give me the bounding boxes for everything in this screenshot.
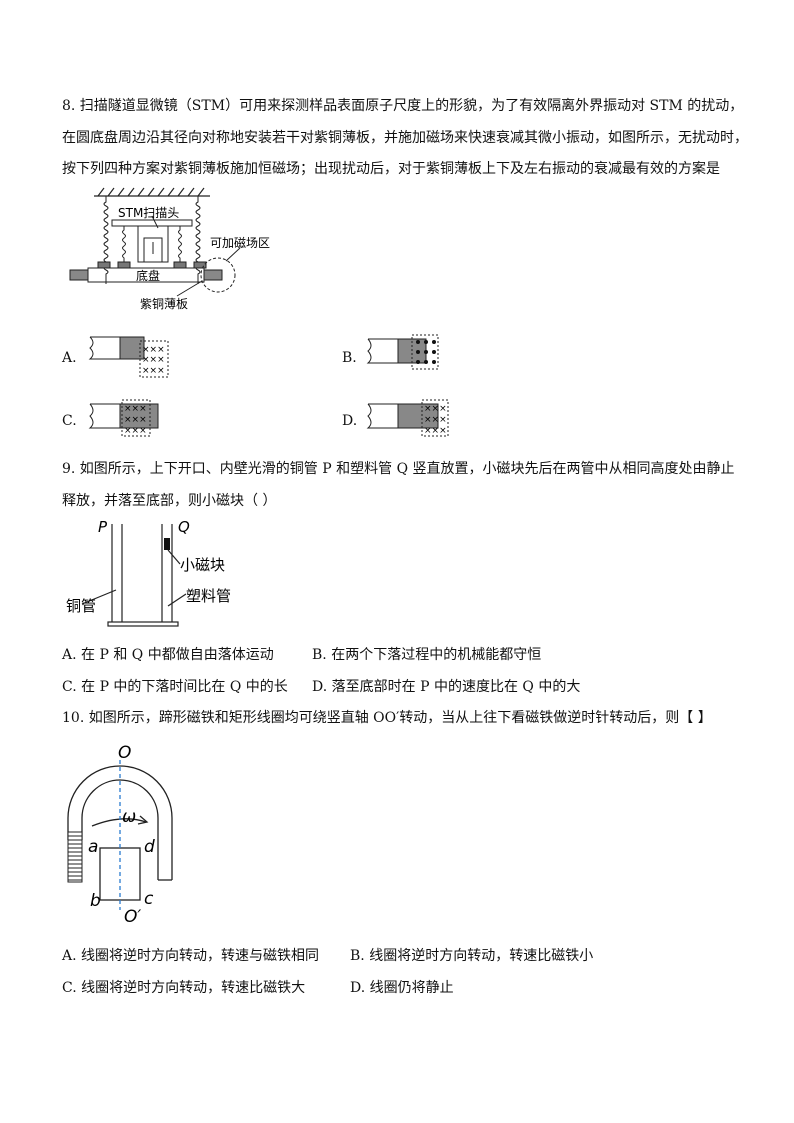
label-d: d xyxy=(144,837,155,857)
plastic-tube-label: 塑料管 xyxy=(186,587,231,605)
label-q: Q xyxy=(178,518,190,536)
svg-text:×××: ××× xyxy=(424,426,447,436)
svg-text:×××: ××× xyxy=(142,345,165,355)
label-p: P xyxy=(98,518,108,536)
label-o: O xyxy=(118,743,131,763)
field-region-label: 可加磁场区 xyxy=(210,235,270,250)
label-o-prime: O′ xyxy=(124,907,141,927)
label-c: c xyxy=(144,889,154,909)
q9-option-d: D. 落至底部时在 P 中的速度比在 Q 中的大 xyxy=(312,679,581,695)
q8-option-c-figure: ××××××××× xyxy=(88,399,159,437)
q10-stem-line1: 10. 如图所示，蹄形磁铁和矩形线圈均可绕竖直轴 OO′转动，当从上往下看磁铁做… xyxy=(62,710,712,726)
q9-tubes-diagram: P Q 小磁块 铜管 塑料管 xyxy=(66,518,231,627)
q10-option-d: D. 线圈仍将静止 xyxy=(350,980,454,996)
label-a: a xyxy=(88,837,98,857)
magnet-block xyxy=(164,538,170,550)
q9-option-c: C. 在 P 中的下落时间比在 Q 中的长 xyxy=(62,679,288,695)
q8-option-c-label: C. xyxy=(62,413,77,429)
svg-text:×××: ××× xyxy=(142,366,165,376)
q8-option-b-label: B. xyxy=(342,350,357,366)
q9-option-b: B. 在两个下落过程中的机械能都守恒 xyxy=(312,647,542,663)
q8-stm-diagram: STM扫描头 可加磁场区 底盘 紫铜薄板 xyxy=(69,187,270,311)
copper-tube-label: 铜管 xyxy=(66,597,96,615)
q8-option-d-label: D. xyxy=(342,413,358,429)
q8-option-d-figure: ××××××××× xyxy=(366,399,449,437)
q8-stem-line2: 在圆底盘周边沿其径向对称地安装若干对紫铜薄板，并施加磁场来快速衰减其微小振动，如… xyxy=(62,130,748,146)
label-b: b xyxy=(90,891,101,911)
q9-stem-line2: 释放，并落至底部，则小磁块（ ） xyxy=(62,493,277,509)
q10-option-c: C. 线圈将逆时方向转动，转速比磁铁大 xyxy=(62,980,306,996)
svg-text:×××: ××× xyxy=(124,404,147,414)
svg-text:×××: ××× xyxy=(142,355,165,365)
q8-option-b-figure xyxy=(366,334,439,370)
q9-option-a: A. 在 P 和 Q 中都做自由落体运动 xyxy=(62,647,274,663)
svg-text:×××: ××× xyxy=(124,426,147,436)
magnet-label: 小磁块 xyxy=(180,556,225,574)
q8-option-a-label: A. xyxy=(62,350,77,366)
base-label: 底盘 xyxy=(136,268,160,283)
q8-stem-line1: 8. 扫描隧道显微镜（STM）可用来探测样品表面原子尺度上的形貌，为了有效隔离外… xyxy=(62,98,744,114)
svg-text:×××: ××× xyxy=(424,415,447,425)
q10-magnet-coil-diagram: O O′ ω a b c d xyxy=(67,743,173,927)
label-omega: ω xyxy=(122,807,136,827)
q10-option-b: B. 线圈将逆时方向转动，转速比磁铁小 xyxy=(350,948,594,964)
q8-option-a-figure: ××××××××× xyxy=(88,336,169,378)
svg-text:×××: ××× xyxy=(424,404,447,414)
svg-text:×××: ××× xyxy=(124,415,147,425)
stm-head-label: STM扫描头 xyxy=(118,206,179,220)
q8-stem-line3: 按下列四种方案对紫铜薄板施加恒磁场；出现扰动后，对于紫铜薄板上下及左右振动的衰减… xyxy=(62,161,720,177)
q10-option-a: A. 线圈将逆时方向转动，转速与磁铁相同 xyxy=(62,948,320,964)
q9-stem-line1: 9. 如图所示，上下开口、内壁光滑的铜管 P 和塑料管 Q 竖直放置，小磁块先后… xyxy=(62,461,735,477)
copper-plate-label: 紫铜薄板 xyxy=(140,296,188,311)
